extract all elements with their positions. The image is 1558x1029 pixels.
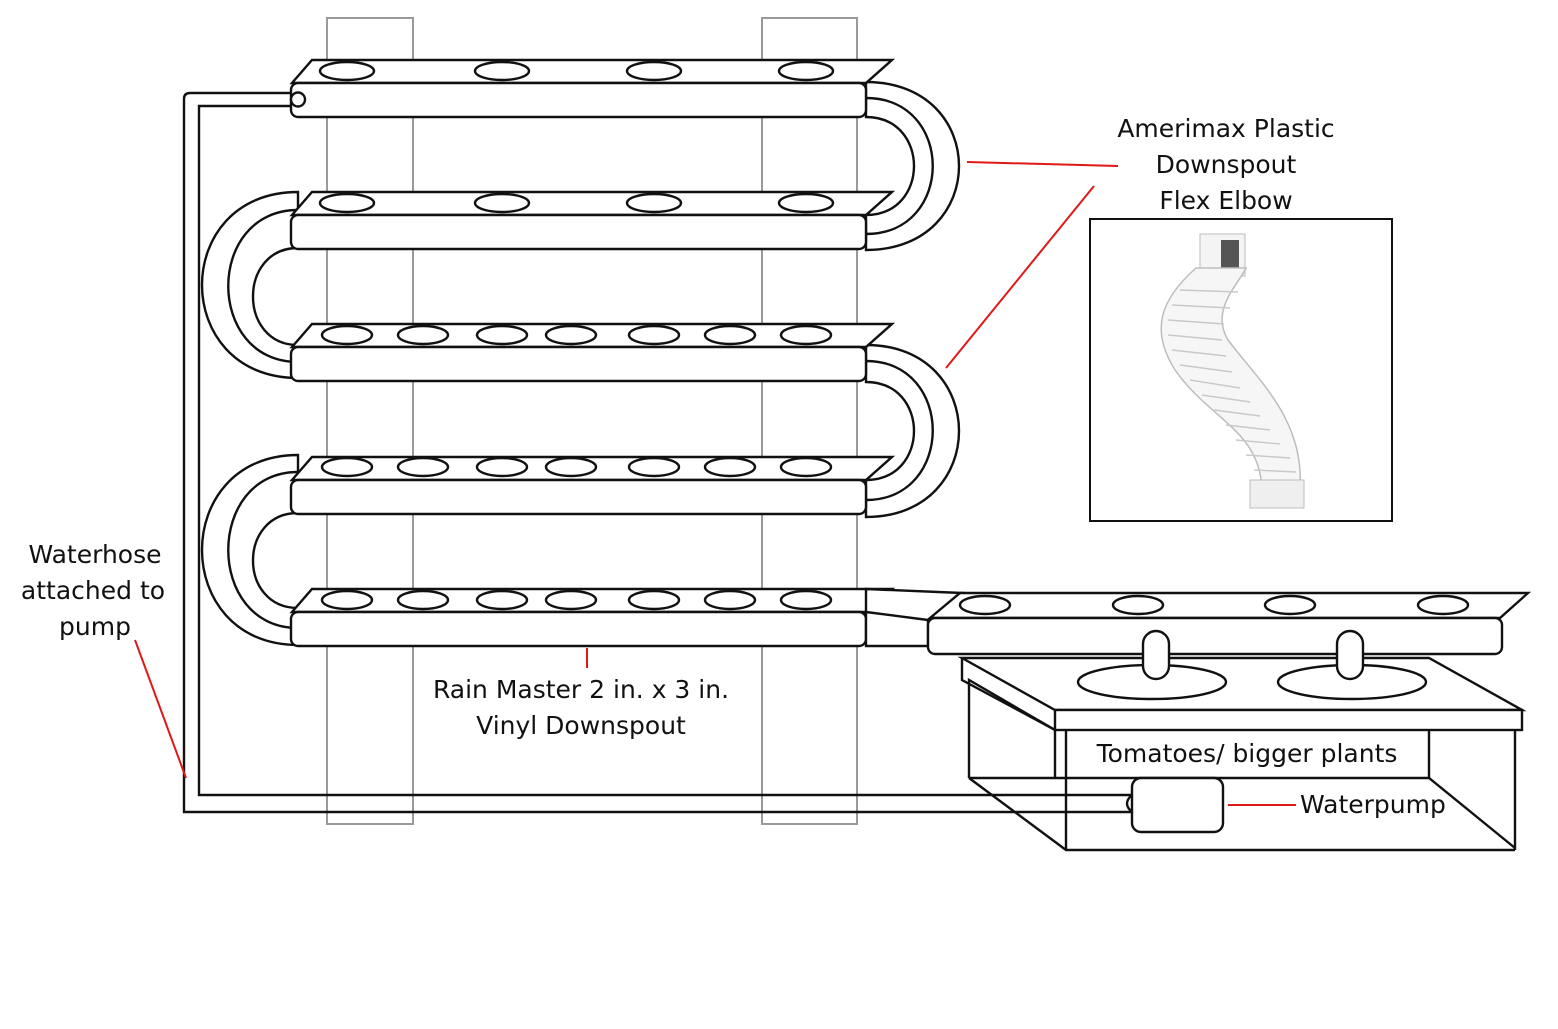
right-post xyxy=(761,17,858,825)
leader-lines xyxy=(134,161,1296,806)
label-waterhose-3: pump xyxy=(59,612,131,641)
downspout-tier-5 xyxy=(289,587,896,648)
reservoir xyxy=(957,629,1527,852)
downspout-tiers xyxy=(289,58,966,648)
support-posts xyxy=(326,17,858,825)
water-pump xyxy=(1130,776,1225,834)
label-waterhose-2: attached to xyxy=(21,576,165,605)
drain-pipe-right xyxy=(1335,629,1365,681)
leader-waterhose xyxy=(134,639,187,779)
drain-pipe-left xyxy=(1141,629,1171,681)
label-pump: Waterpump xyxy=(1300,790,1446,819)
labels: Amerimax Plastic Downspout Flex Elbow Ra… xyxy=(21,114,1446,819)
leader-flex-elbow-top xyxy=(966,161,1119,167)
elbow-right-2 xyxy=(864,343,960,519)
leader-flex-elbow-bottom xyxy=(945,185,1095,369)
label-waterhose-1: Waterhose xyxy=(28,540,161,569)
label-flex-elbow-2: Downspout xyxy=(1156,150,1297,179)
water-hose xyxy=(182,91,1133,814)
downspout-tier-1 xyxy=(289,58,896,119)
label-flex-elbow-3: Flex Elbow xyxy=(1159,186,1292,215)
elbow-right-1 xyxy=(864,80,960,252)
label-downspout-1: Rain Master 2 in. x 3 in. xyxy=(433,675,729,704)
product-tag-icon xyxy=(1221,240,1239,268)
elbow-bends xyxy=(200,80,960,647)
flex-elbow-photo xyxy=(1089,218,1393,522)
label-downspout-2: Vinyl Downspout xyxy=(476,711,686,740)
downspout-tier-3 xyxy=(289,322,896,383)
elbow-left-2 xyxy=(200,453,300,647)
elbow-left-1 xyxy=(200,190,300,380)
reservoir-lid xyxy=(957,656,1527,712)
label-reservoir: Tomatoes/ bigger plants xyxy=(1096,739,1398,768)
downspout-tier-2 xyxy=(289,190,896,251)
left-post xyxy=(326,17,414,825)
lower-trough xyxy=(926,591,1532,656)
downspout-tier-4 xyxy=(289,455,896,516)
label-flex-elbow-1: Amerimax Plastic xyxy=(1117,114,1334,143)
